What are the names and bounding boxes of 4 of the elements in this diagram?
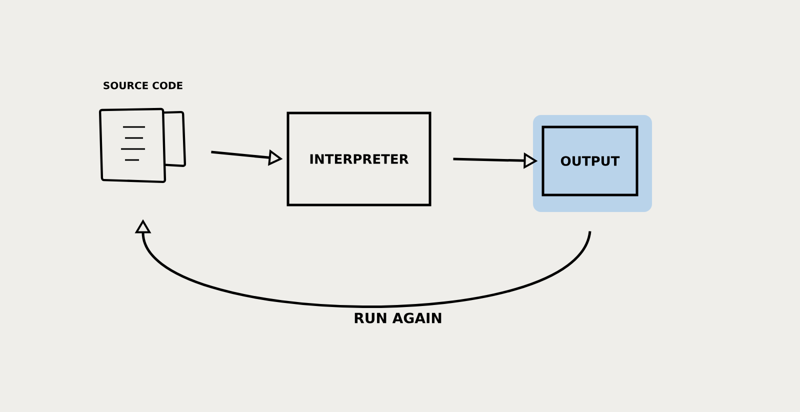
- process-box: INTERPRETER: [286, 112, 432, 206]
- caption-text: SOURCE CODE: [104, 82, 182, 90]
- edge-label: RUN AGAIN: [352, 310, 444, 326]
- output-box: OUTPUT: [533, 115, 652, 212]
